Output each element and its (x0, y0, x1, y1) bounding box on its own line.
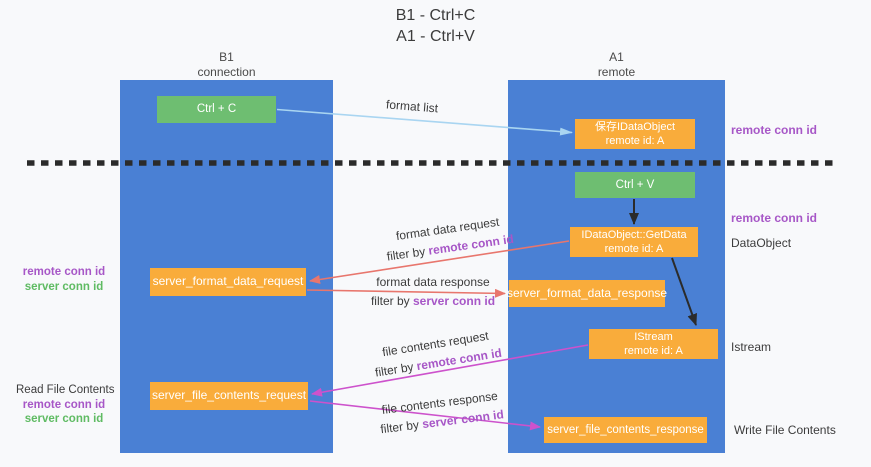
filter-by-text: filter by (385, 244, 430, 264)
file-contents-response-arrow (309, 400, 541, 431)
format-list-label: format list (385, 97, 439, 116)
server-conn-id-label-left-2: server conn id (24, 413, 104, 426)
ctrl-v-box: Ctrl + V (575, 172, 695, 198)
format-data-response-label: format data response filter by server co… (371, 273, 495, 311)
write-file-contents-label: Write File Contents (734, 423, 836, 437)
getdata-line2: remote id: A (604, 243, 664, 255)
left-conn-id-stack-top: remote conn id server conn id (16, 265, 112, 294)
save-idataobject-line2: remote id: A (605, 135, 665, 147)
istream-box: IStream remote id: A (589, 329, 718, 359)
column-b1-name: B1 (219, 50, 234, 64)
filter-by-text: filter by (379, 417, 424, 437)
server-conn-id-label-left-1: server conn id (24, 280, 104, 293)
save-idataobject-line1: 保存IDataObject (594, 120, 676, 133)
title-line-1: B1 - Ctrl+C (395, 7, 476, 24)
dataobject-label: DataObject (731, 236, 792, 250)
getdata-line1: IDataObject::GetData (581, 228, 687, 241)
column-header-b1: B1 connection (120, 50, 333, 80)
istream-line2: remote id: A (624, 345, 683, 357)
filter-by-text: filter by (370, 294, 413, 308)
format-data-response-text: format data response (376, 274, 490, 289)
server-file-contents-request-box: server_file_contents_request (150, 382, 308, 410)
column-b1-role: connection (197, 65, 256, 79)
format-data-response-arrow (306, 288, 506, 298)
filter-by-text: filter by (374, 359, 418, 380)
server-file-contents-response-box: server_file_contents_response (544, 417, 707, 443)
read-file-contents-label: Read File Contents (16, 384, 115, 396)
ctrl-c-box: Ctrl + C (157, 96, 276, 123)
idataobject-getdata-box: IDataObject::GetData remote id: A (570, 227, 698, 257)
remote-conn-id-label-left-1: remote conn id (22, 266, 106, 278)
file-contents-request-arrow (311, 344, 589, 397)
title-line-2: A1 - Ctrl+V (396, 27, 475, 45)
column-a1-name: A1 (609, 50, 624, 64)
server-format-data-request-box: server_format_data_request (150, 268, 306, 296)
istream-line1: IStream (634, 330, 673, 343)
save-idataobject-box: 保存IDataObject remote id: A (575, 119, 695, 149)
server-format-data-request-label: server_format_data_request (152, 274, 304, 289)
remote-conn-id-label-left-2: remote conn id (22, 398, 106, 411)
server-format-data-response-box: server_format_data_response (506, 280, 668, 307)
ctrl-v-label: Ctrl + V (615, 178, 655, 191)
filter-key-server-conn-id: server conn id (412, 294, 496, 308)
istream-side-label: Istream (731, 340, 772, 354)
getdata-to-istream-arrow (671, 257, 697, 326)
column-header-a1: A1 remote (508, 50, 725, 80)
format-data-request-arrow (309, 240, 570, 284)
remote-conn-id-label-mid-right: remote conn id (731, 211, 818, 225)
server-file-contents-request-label: server_file_contents_request (151, 388, 307, 403)
left-conn-id-stack-bottom: Read File Contents remote conn id server… (16, 383, 115, 427)
column-a1-role: remote (597, 65, 636, 79)
server-file-contents-response-label: server_file_contents_response (547, 423, 704, 436)
format-list-arrow (276, 108, 573, 136)
diagram-title: B1 - Ctrl+C A1 - Ctrl+V (0, 6, 871, 48)
format-data-response-filter: filter by server conn id (371, 292, 495, 311)
ctrl-c-label: Ctrl + C (196, 103, 237, 116)
remote-conn-id-label-top-right: remote conn id (731, 123, 818, 137)
server-format-data-response-label: server_format_data_response (506, 285, 668, 300)
